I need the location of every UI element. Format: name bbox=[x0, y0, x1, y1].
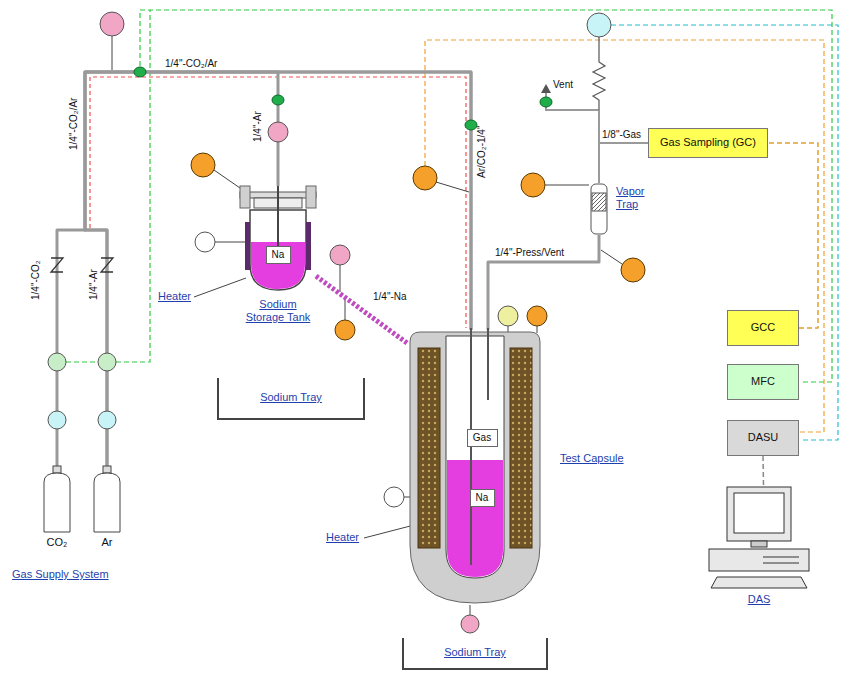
pipe-line bbox=[768, 143, 818, 328]
tank-shape bbox=[240, 186, 316, 292]
pipe-line bbox=[488, 235, 599, 330]
valve-symbol bbox=[134, 67, 552, 130]
pipe-line bbox=[57, 72, 471, 466]
sodium-tray: Sodium Tray bbox=[402, 638, 548, 670]
controller-box: DASU bbox=[727, 420, 799, 456]
node-label: Ar bbox=[82, 536, 132, 549]
gas-space-box: Gas bbox=[467, 429, 498, 447]
node-label: DASU bbox=[748, 431, 779, 444]
test-capsule: Test CapsuleGasNa bbox=[408, 330, 542, 605]
node-label: DAS bbox=[703, 593, 815, 606]
node-label: Vapor Trap bbox=[616, 185, 658, 211]
node-label: GCC bbox=[751, 321, 775, 334]
pipe-line bbox=[763, 456, 765, 485]
part-name: Heater bbox=[158, 290, 191, 303]
pipe-label: 1/4"-CO₂/Ar bbox=[68, 98, 80, 150]
vapor-trap-shape bbox=[590, 183, 608, 235]
node-label: Gas Sampling (GC) bbox=[660, 136, 756, 149]
node-label: MFC bbox=[751, 375, 775, 388]
sodium-storage-tank: Sodium Storage TankNa bbox=[240, 186, 316, 292]
pipe-label: 1/4"-Ar bbox=[88, 269, 100, 300]
pipe-line bbox=[768, 143, 818, 328]
node-label: Na bbox=[476, 492, 489, 504]
flow-controller-symbol bbox=[48, 353, 116, 371]
sodium-level-box: Na bbox=[470, 489, 495, 507]
sodium-tray: Sodium Tray bbox=[217, 378, 365, 420]
node-label: Na bbox=[272, 249, 285, 261]
pipe-label: 1/4"-Press/Vent bbox=[494, 247, 565, 259]
pipe-line bbox=[599, 143, 648, 183]
pipe-label: 1/4"-Na bbox=[372, 291, 408, 303]
pipe-label: 1/4"-Ar bbox=[252, 111, 264, 142]
part-name: Gas Supply System bbox=[12, 568, 109, 581]
pipe-line bbox=[488, 235, 599, 330]
check-valve-symbol bbox=[51, 258, 113, 272]
node-label: Sodium Tray bbox=[260, 391, 322, 404]
vent-arrow bbox=[541, 84, 551, 93]
gas-sampling-box: Gas Sampling (GC) bbox=[648, 128, 768, 158]
vent-line bbox=[546, 37, 605, 143]
node-label: Gas bbox=[473, 432, 491, 444]
node-label: Test Capsule bbox=[560, 452, 624, 465]
pipe-line bbox=[599, 143, 648, 183]
capsule-shape bbox=[408, 330, 542, 605]
node-label: Sodium Tray bbox=[444, 646, 506, 659]
pipe-line bbox=[85, 72, 278, 466]
pipe-label: 1/8"-Gas bbox=[601, 129, 642, 141]
gas-cylinder-shape bbox=[92, 466, 122, 532]
sodium-level-box: Na bbox=[266, 246, 291, 264]
pipe-line bbox=[85, 72, 278, 466]
pipe-line bbox=[316, 276, 408, 344]
gas-cylinder: Ar bbox=[92, 466, 122, 554]
computer-shape bbox=[703, 485, 815, 590]
gas-cylinder: CO₂ bbox=[42, 466, 72, 554]
node-label: CO₂ bbox=[32, 536, 82, 549]
pipe-line bbox=[316, 276, 408, 344]
pipe-label: 1/4"-CO₂ bbox=[30, 260, 42, 300]
part-name: Heater bbox=[326, 531, 359, 544]
thermocouple-symbol bbox=[191, 153, 645, 340]
pipe-line bbox=[762, 456, 764, 485]
controller-box: GCC bbox=[727, 310, 799, 346]
vapor-trap: Vapor Trap bbox=[590, 183, 608, 235]
controller-box: MFC bbox=[727, 364, 799, 400]
gas-cylinder-shape bbox=[42, 466, 72, 532]
pipe-label: Ar/CO₂-1/4" bbox=[476, 126, 488, 178]
node-label: Sodium Storage Tank bbox=[239, 298, 317, 324]
pipe-line bbox=[57, 72, 471, 466]
leader-lines bbox=[112, 36, 622, 615]
computer: DAS bbox=[703, 485, 815, 613]
pipe-label: Vent bbox=[553, 79, 573, 91]
pipe-label: 1/4"-CO₂/Ar bbox=[165, 58, 217, 70]
pressure-gauge-symbol bbox=[100, 12, 479, 633]
